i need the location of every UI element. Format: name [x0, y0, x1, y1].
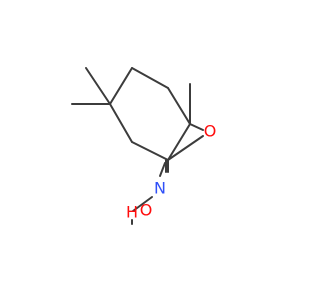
bond-c3-c4 [109, 103, 133, 143]
structure-drawing: O N O H [71, 67, 217, 225]
bond-n-o [132, 196, 153, 212]
bond-c4-c5 [131, 141, 169, 161]
bond-cn-outer [159, 162, 166, 177]
molecule-canvas: O N O H [71, 67, 217, 225]
bond-c5-c6 [167, 123, 191, 161]
bond-c2-c3 [109, 67, 133, 105]
bond-epoxide-upper [189, 123, 204, 131]
oxime-nitrogen-label: N [154, 179, 166, 198]
hydroxyl-hydrogen-label: H [126, 203, 138, 222]
bond-c1-c2 [131, 67, 169, 89]
epoxide-oxygen-label: O [204, 122, 217, 141]
bond-c6-c1 [167, 87, 191, 125]
bond-methyl-a [85, 67, 111, 105]
bond-epoxide-lower [167, 135, 204, 161]
hydroxyl-oxygen-label: O [140, 201, 153, 220]
